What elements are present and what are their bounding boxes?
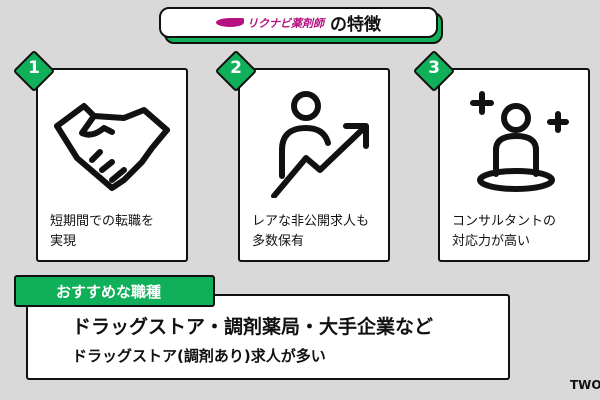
page-title: リクナビ薬剤師 の特徴 xyxy=(159,7,438,38)
feature-text: 短期間での転職を 実現 xyxy=(50,212,154,252)
feature-text: コンサルタントの 対応力が高い xyxy=(452,212,556,252)
logo-text: リクナビ薬剤師 xyxy=(247,16,324,30)
recommend-label-tab: おすすめな職種 xyxy=(14,275,215,307)
feature-text-line: 短期間での転職を xyxy=(50,214,155,229)
feature-text-line: コンサルタントの xyxy=(452,214,557,229)
feature-text-line: 多数保有 xyxy=(252,234,305,249)
recommend-line-2: ドラッグストア(調剤あり)求人が多い xyxy=(72,347,326,365)
recommend-line-1: ドラッグストア・調剤薬局・大手企業など xyxy=(72,316,434,338)
feature-text-line: 対応力が高い xyxy=(452,234,531,249)
consultant-person-icon xyxy=(470,91,569,192)
recommend-label: おすすめな職種 xyxy=(56,283,162,301)
feature-text-line: 実現 xyxy=(50,234,77,249)
number-label: 2 xyxy=(230,58,242,78)
feature-card-1: 短期間での転職を 実現 xyxy=(36,68,188,262)
rikunabi-logo: リクナビ薬剤師 xyxy=(216,15,324,31)
feature-text-line: レアな非公開求人も xyxy=(252,214,370,229)
handshake-icon xyxy=(54,103,170,191)
watermark-logo: TWO xyxy=(570,378,600,392)
number-label: 3 xyxy=(428,58,440,78)
number-label: 1 xyxy=(28,58,40,78)
feature-card-3: コンサルタントの 対応力が高い xyxy=(438,68,590,262)
recommend-box xyxy=(26,294,510,380)
title-text: の特徴 xyxy=(330,15,381,35)
feature-card-2: レアな非公開求人も 多数保有 xyxy=(238,68,390,262)
feature-text: レアな非公開求人も 多数保有 xyxy=(252,212,369,252)
person-growth-arrow-icon xyxy=(271,91,369,198)
logo-swoosh-icon xyxy=(216,18,244,27)
